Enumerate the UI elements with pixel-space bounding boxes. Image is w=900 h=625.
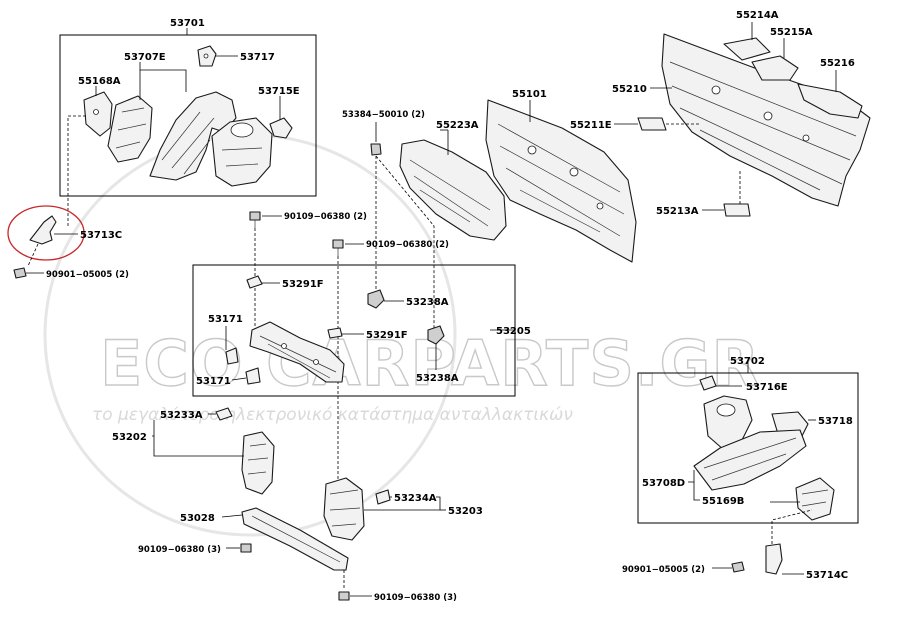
label-53028: 53028 [180, 513, 215, 524]
part-55213a[interactable] [723, 203, 751, 217]
label-53707e: 53707E [124, 52, 166, 63]
bolt-90109-d[interactable] [338, 591, 350, 601]
part-55215a[interactable] [751, 55, 799, 81]
part-55211e[interactable] [637, 117, 667, 131]
bolt-90901-left[interactable] [13, 267, 44, 279]
label-53238a-b: 53238A [416, 373, 459, 384]
label-55214a: 55214A [736, 10, 779, 21]
part-53171-a[interactable] [225, 347, 239, 365]
group-box-53701 [59, 34, 317, 197]
label-90901-right: 90901−05005 (2) [622, 565, 705, 575]
clip-53384[interactable] [370, 143, 382, 156]
label-53238a-a: 53238A [406, 297, 449, 308]
label-55213a: 55213A [656, 206, 699, 217]
part-55169b[interactable] [795, 477, 835, 521]
label-53713c: 53713C [80, 230, 122, 241]
bolt-90901-right[interactable] [731, 561, 745, 573]
bolt-90109-b[interactable] [332, 239, 344, 256]
part-53708d[interactable] [693, 429, 807, 491]
label-90109-d: 90109−06380 (3) [374, 593, 457, 603]
label-53384: 53384−50010 (2) [342, 110, 425, 120]
part-55223a[interactable] [399, 139, 507, 241]
label-53715e: 53715E [258, 86, 300, 97]
part-53202[interactable] [241, 431, 275, 495]
clip-53291f-a[interactable] [246, 275, 263, 289]
label-53717: 53717 [240, 52, 275, 63]
label-53291f-a: 53291F [282, 279, 324, 290]
label-53714c: 53714C [806, 570, 848, 581]
label-53171-b: 53171 [196, 376, 231, 387]
part-53234a[interactable] [375, 489, 391, 505]
part-53205-crossmember[interactable] [249, 321, 345, 383]
label-90109-a: 90109−06380 (2) [284, 212, 367, 222]
label-53233a: 53233A [160, 410, 203, 421]
label-55169b: 55169B [702, 496, 744, 507]
part-53171-b[interactable] [245, 367, 261, 385]
label-90109-c: 90109−06380 (3) [138, 545, 221, 555]
label-90901-left: 90901−05005 (2) [46, 270, 129, 280]
label-53234a: 53234A [394, 493, 437, 504]
label-55210: 55210 [612, 84, 647, 95]
label-55216: 55216 [820, 58, 855, 69]
label-55223a: 55223A [436, 120, 479, 131]
part-53028[interactable] [241, 507, 349, 571]
label-53701: 53701 [170, 18, 205, 29]
label-55101: 55101 [512, 89, 547, 100]
label-55168a: 55168A [78, 76, 121, 87]
part-53714c[interactable] [765, 543, 783, 575]
label-53716e: 53716E [746, 382, 788, 393]
highlight-circle-53713c [7, 205, 85, 261]
clip-53238a-b[interactable] [427, 325, 445, 345]
label-53171-a: 53171 [208, 314, 243, 325]
part-apron-left[interactable] [149, 91, 237, 181]
label-53708d: 53708D [642, 478, 685, 489]
label-53291f-b: 53291F [366, 330, 408, 341]
clip-53291f-b[interactable] [327, 327, 343, 339]
part-suspension-tower-left[interactable] [211, 117, 273, 187]
bolt-90109-c[interactable] [240, 543, 252, 553]
bolt-90109-a[interactable] [249, 211, 261, 228]
part-55101[interactable] [485, 99, 637, 263]
part-53715e[interactable] [269, 117, 293, 139]
label-55211e: 55211E [570, 120, 612, 131]
label-53718: 53718 [818, 416, 853, 427]
part-53233a[interactable] [215, 407, 233, 421]
label-53702: 53702 [730, 356, 765, 367]
clip-53238a-a[interactable] [367, 289, 385, 309]
label-90109-b: 90109−06380 (2) [366, 240, 449, 250]
part-55216[interactable] [797, 83, 863, 119]
part-53713c[interactable] [29, 215, 57, 245]
part-53707e[interactable] [107, 95, 153, 163]
label-55215a: 55215A [770, 27, 813, 38]
group-53701 [67, 28, 293, 228]
label-53205: 53205 [496, 326, 531, 337]
label-53203: 53203 [448, 506, 483, 517]
part-suspension-tower-right[interactable] [703, 395, 753, 451]
part-55214a[interactable] [723, 37, 771, 61]
group-box-53205 [192, 264, 516, 397]
watermark-tagline: το μεγαλύτερο ηλεκτρονικό κατάστημα αντα… [92, 405, 573, 425]
label-53202: 53202 [112, 432, 147, 443]
